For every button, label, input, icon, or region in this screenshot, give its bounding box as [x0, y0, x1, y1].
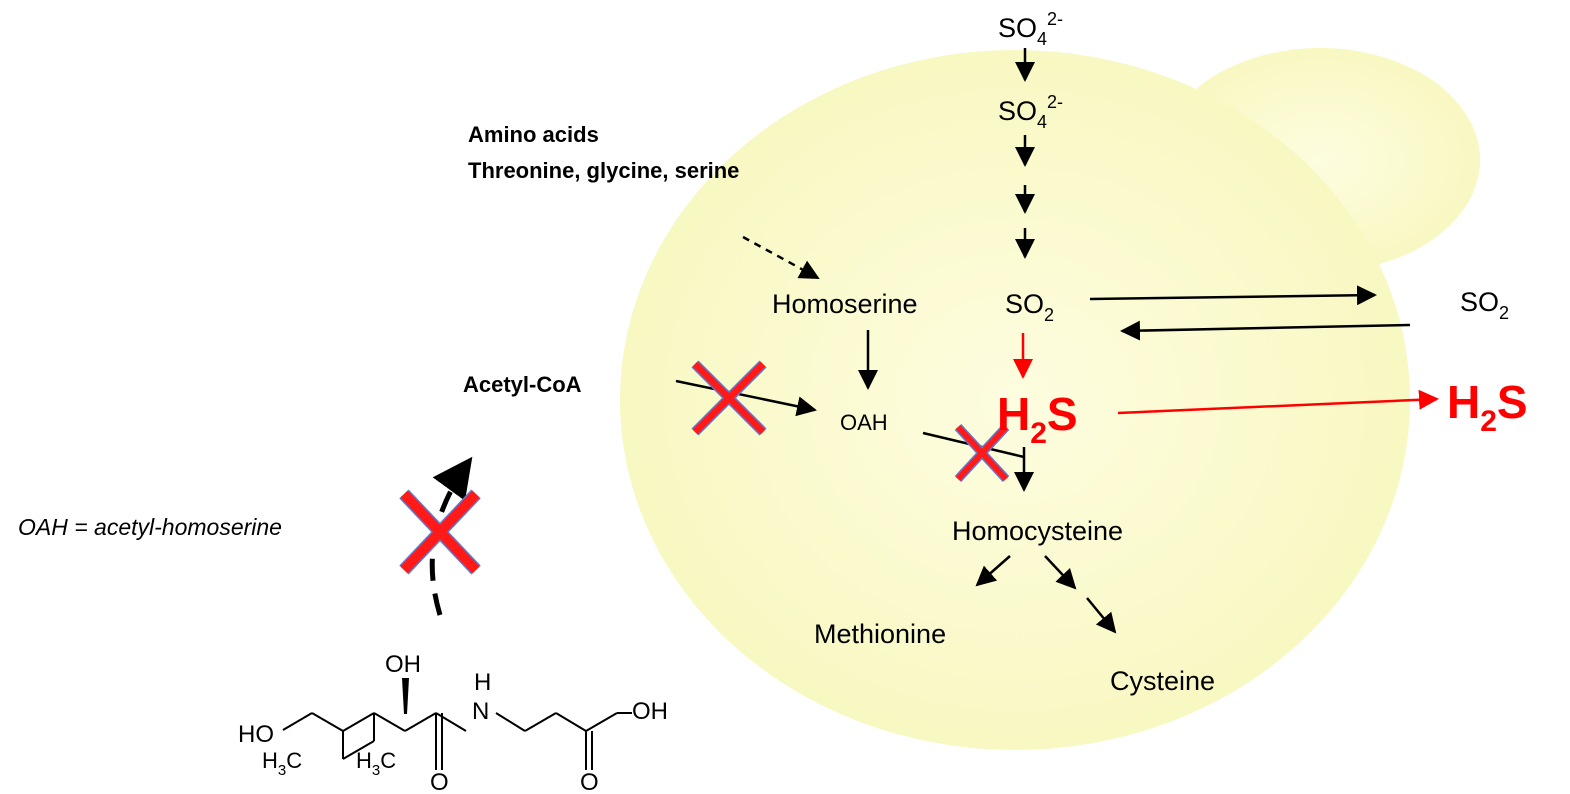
atom-ho-left: HO	[238, 721, 274, 748]
amino-acids-title: Amino acids	[468, 122, 599, 147]
oah-definition: OAH = acetyl-homoserine	[18, 514, 282, 540]
acetyl-coa-label: Acetyl-CoA	[463, 372, 582, 397]
homocysteine-label: Homocysteine	[952, 516, 1123, 546]
arrow-amino-to-homoserine	[742, 235, 820, 280]
cross-acetylcoa	[691, 360, 767, 436]
h2s-outside-label: H2S	[1447, 376, 1528, 438]
atom-h3c-1: H3C	[262, 748, 302, 779]
oah-label: OAH	[840, 410, 888, 435]
pantothenate-molecule: OH HO H3C H3C H N OH O O	[238, 651, 668, 794]
atom-nh-n: N	[472, 698, 489, 725]
cysteine-label: Cysteine	[1110, 666, 1215, 696]
atom-o-2: O	[580, 769, 599, 794]
h2s-inside-label: H2S	[997, 388, 1078, 450]
cross-oah	[954, 423, 1010, 483]
arrow-h2s-export	[1117, 389, 1439, 415]
atom-h3c-2: H3C	[356, 748, 396, 779]
atom-nh-h: H	[474, 669, 491, 696]
arrow-acetylcoa-to-oah	[675, 379, 817, 417]
homoserine-label: Homoserine	[772, 289, 918, 319]
h2s-arrows	[1013, 333, 1439, 415]
atom-oh-top: OH	[385, 651, 421, 678]
arrow-homocysteine-to-methionine	[975, 555, 1011, 587]
so4-inside-label: SO42-	[998, 92, 1063, 132]
amino-acids-list: Threonine, glycine, serine	[468, 158, 739, 183]
arrow-so2-export	[1089, 285, 1377, 306]
arrow-so2-import	[1120, 320, 1411, 341]
yeast-cell	[620, 48, 1480, 750]
so2-outside-label: SO2	[1460, 287, 1509, 323]
arrow-homocysteine-to-cysteine-2	[1086, 597, 1117, 634]
pathway-arrows	[429, 48, 1411, 634]
cross-pantothenate	[399, 489, 481, 575]
atom-oh-right: OH	[632, 698, 668, 725]
so4-outside-label: SO42-	[998, 9, 1063, 49]
arrow-homocysteine-to-cysteine-1	[1044, 555, 1077, 590]
methionine-label: Methionine	[814, 619, 946, 649]
so2-inside-label: SO2	[1005, 289, 1054, 325]
yeast-mother-cell	[620, 50, 1410, 750]
atom-o-1: O	[430, 769, 449, 794]
